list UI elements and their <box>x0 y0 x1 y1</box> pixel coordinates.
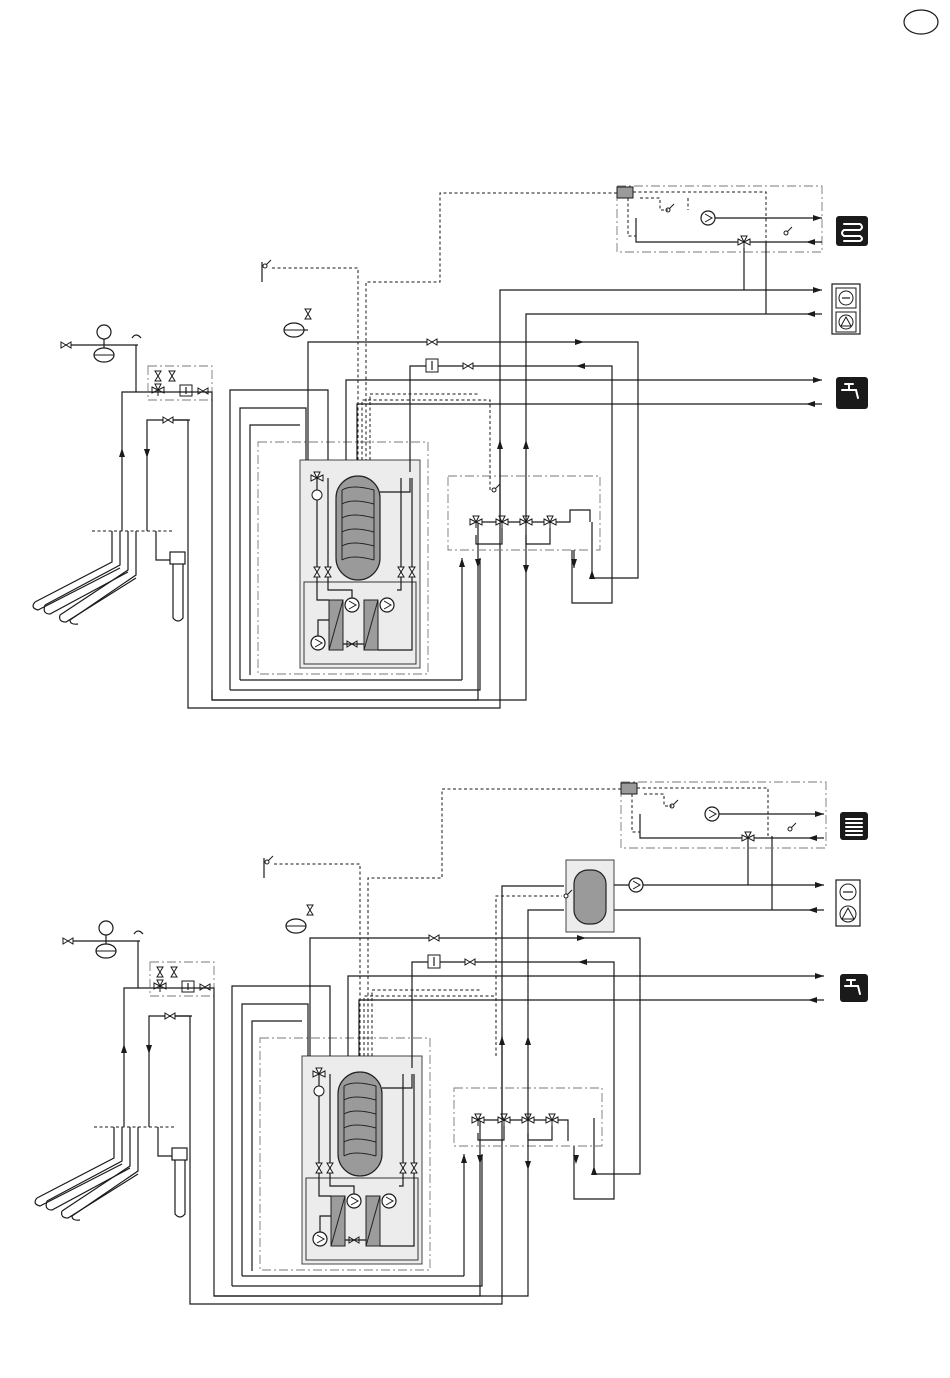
underfloor-heating-icon <box>836 216 868 246</box>
brine-expansion-vessel <box>63 921 143 988</box>
top-system-diagram <box>33 186 868 708</box>
fan-coil-cooling-icon <box>832 284 860 334</box>
cooling-unit <box>617 186 822 314</box>
language-badge <box>904 10 938 34</box>
ground-collector <box>35 1127 187 1220</box>
heat-pump-unit <box>300 460 420 668</box>
underfloor-heating-icon <box>840 812 868 840</box>
hot-water-tank <box>338 1072 382 1176</box>
bottom-system-diagram <box>35 782 868 1304</box>
hot-water-tank <box>336 476 380 580</box>
heat-pump-unit <box>302 1056 422 1264</box>
cooling-unit <box>621 782 826 848</box>
brine-expansion-vessel <box>61 325 141 392</box>
buffer-tank <box>496 836 824 1056</box>
ground-collector <box>33 531 185 624</box>
control-module <box>621 783 637 794</box>
hot-water-tap-icon <box>840 974 868 1002</box>
hot-water-tap-icon <box>836 377 868 409</box>
control-module <box>617 187 633 198</box>
reversing-valve-group <box>448 476 600 550</box>
fan-coil-cooling-icon <box>836 880 860 926</box>
